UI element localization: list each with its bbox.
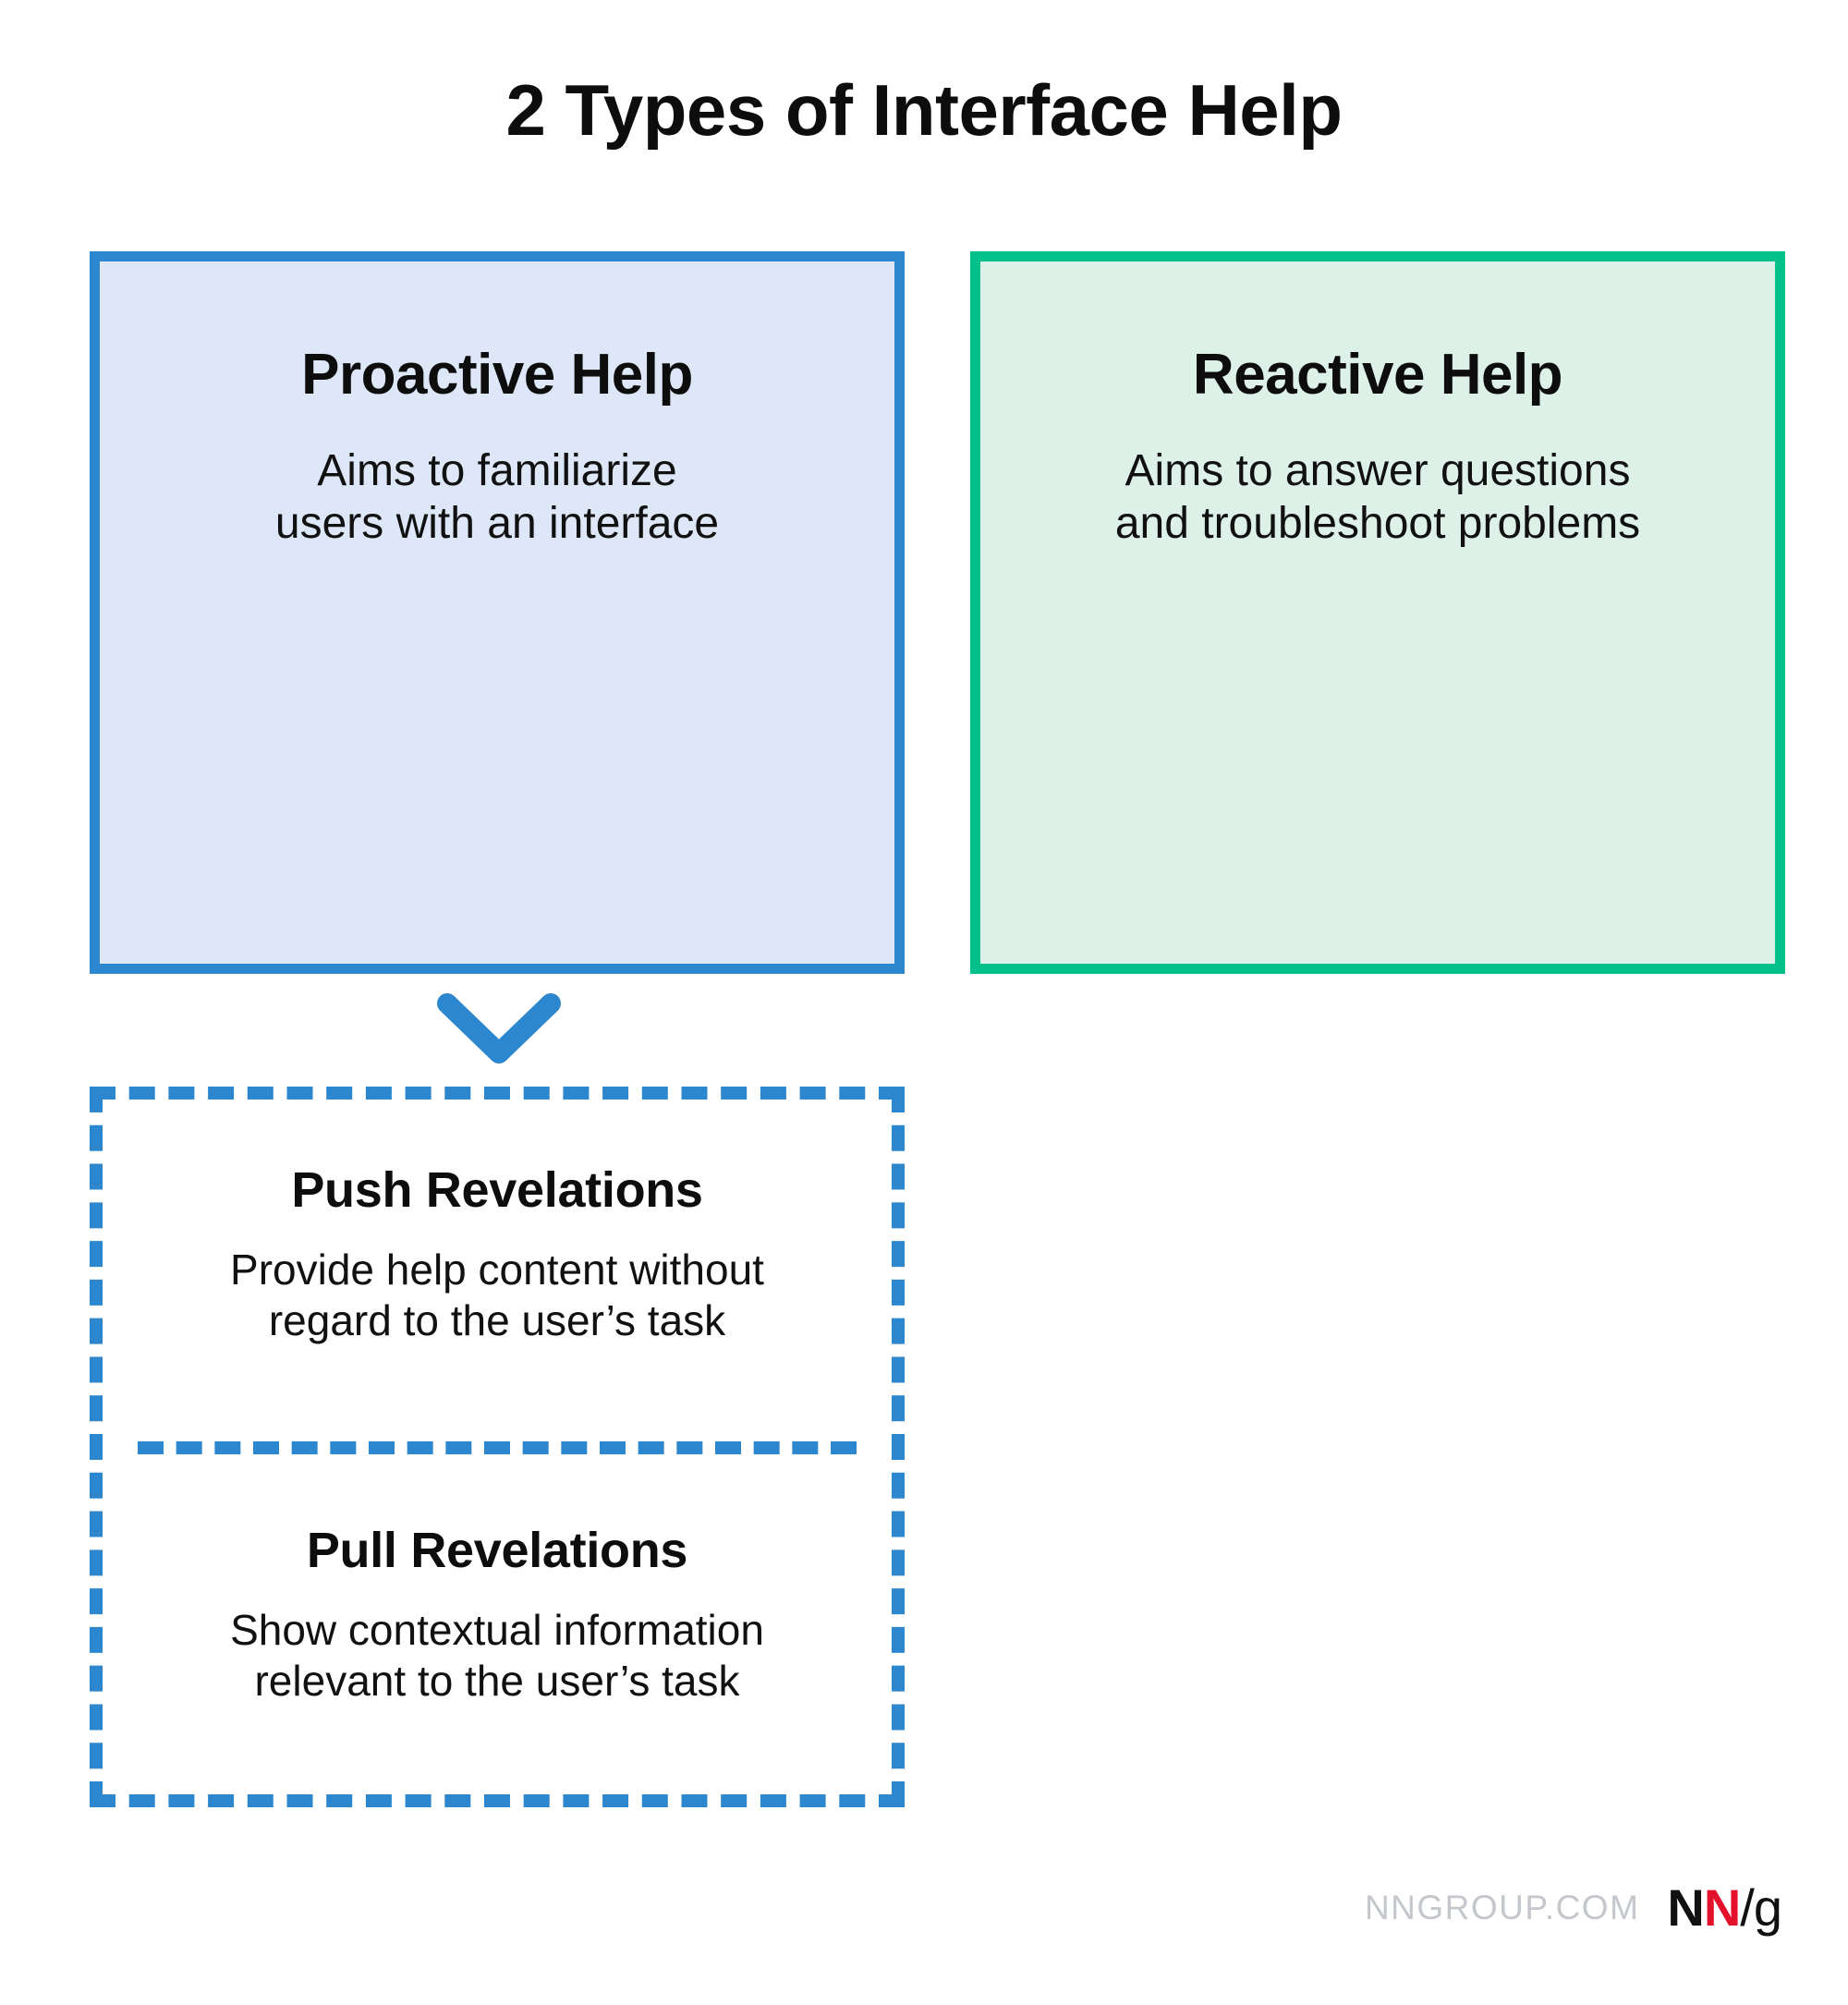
section-divider xyxy=(138,1441,857,1454)
card-reactive-description-line1: Aims to answer questions xyxy=(1125,446,1631,496)
footer-url: NNGROUP.COM xyxy=(1364,1888,1640,1926)
card-proactive-help: Proactive Help Aims to familiarize users… xyxy=(90,251,905,974)
section-pull-description: Show contextual information relevant to … xyxy=(127,1605,868,1707)
card-proactive-description-line2: users with an interface xyxy=(274,498,720,548)
card-proactive-heading: Proactive Help xyxy=(301,343,693,407)
card-reactive-heading: Reactive Help xyxy=(1192,343,1563,407)
chevron-down-icon xyxy=(434,992,564,1066)
section-pull-revelations: Pull Revelations Show contextual informa… xyxy=(103,1525,892,1707)
logo-n-first: N xyxy=(1667,1878,1704,1937)
page-title: 2 Types of Interface Help xyxy=(505,69,1343,151)
section-pull-description-line2: relevant to the user’s task xyxy=(254,1656,740,1705)
section-push-heading: Push Revelations xyxy=(291,1162,703,1218)
card-proactive-description-line1: Aims to familiarize xyxy=(317,446,677,496)
section-push-description-line2: regard to the user’s task xyxy=(268,1295,726,1344)
section-pull-heading: Pull Revelations xyxy=(306,1523,688,1578)
card-reactive-content: Reactive Help Aims to answer questions a… xyxy=(980,345,1775,550)
revelations-group: Push Revelations Provide help content wi… xyxy=(90,1087,905,1807)
card-reactive-help: Reactive Help Aims to answer questions a… xyxy=(970,251,1785,974)
section-push-description-line1: Provide help content without xyxy=(230,1245,764,1294)
card-proactive-description: Aims to familiarize users with an interf… xyxy=(120,445,874,550)
card-reactive-description-line2: and troubleshoot problems xyxy=(1114,498,1641,548)
logo-n-second: N xyxy=(1703,1878,1741,1937)
section-pull-description-line1: Show contextual information xyxy=(230,1605,764,1654)
logo-slash-g: /g xyxy=(1740,1878,1782,1937)
card-proactive-content: Proactive Help Aims to familiarize users… xyxy=(100,345,894,550)
card-reactive-description: Aims to answer questions and troubleshoo… xyxy=(1001,445,1755,550)
section-push-revelations: Push Revelations Provide help content wi… xyxy=(103,1164,892,1346)
section-push-description: Provide help content without regard to t… xyxy=(127,1245,868,1346)
